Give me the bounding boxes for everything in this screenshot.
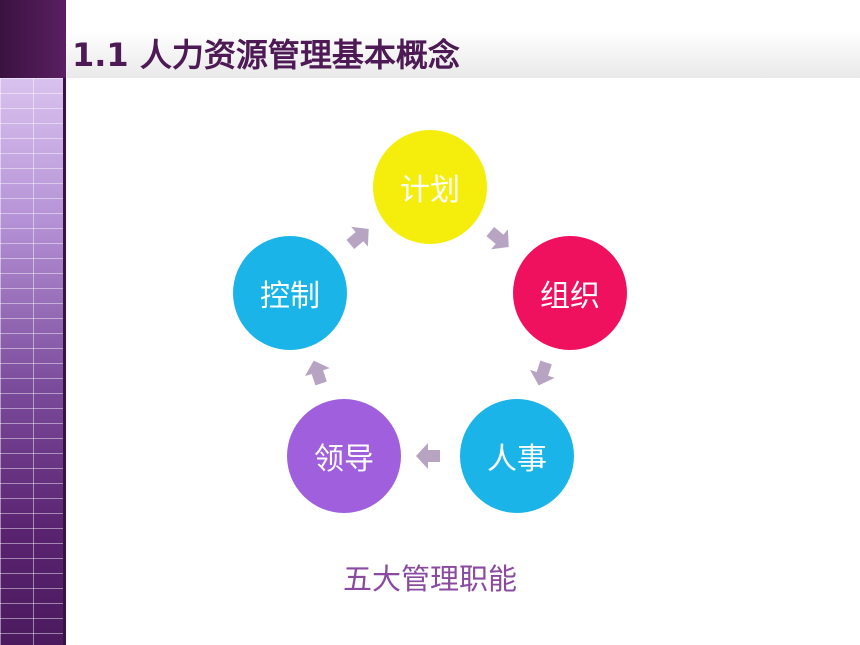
cycle-node-staffing[interactable]: 人事 (460, 399, 574, 513)
arrow-plan-to-organize-icon (486, 226, 509, 250)
arrow-lead-to-control-icon (305, 360, 330, 386)
arrow-staffing-to-lead-icon (416, 443, 440, 469)
cycle-node-control[interactable]: 控制 (233, 236, 347, 350)
cycle-node-lead[interactable]: 领导 (287, 399, 401, 513)
slide-title: 1.1 人力资源管理基本概念 (72, 36, 460, 74)
strip-edge (63, 78, 66, 645)
arrow-organize-to-staffing-icon (530, 360, 555, 386)
title-accent-bar (0, 0, 66, 78)
left-decorative-strip (0, 78, 66, 645)
cycle-node-organize[interactable]: 组织 (513, 236, 627, 350)
arrow-control-to-plan-icon (346, 226, 369, 250)
decorative-grid (0, 78, 66, 645)
diagram-caption: 五大管理职能 (342, 562, 517, 596)
cycle-node-plan[interactable]: 计划 (373, 130, 487, 244)
title-band (0, 0, 860, 78)
